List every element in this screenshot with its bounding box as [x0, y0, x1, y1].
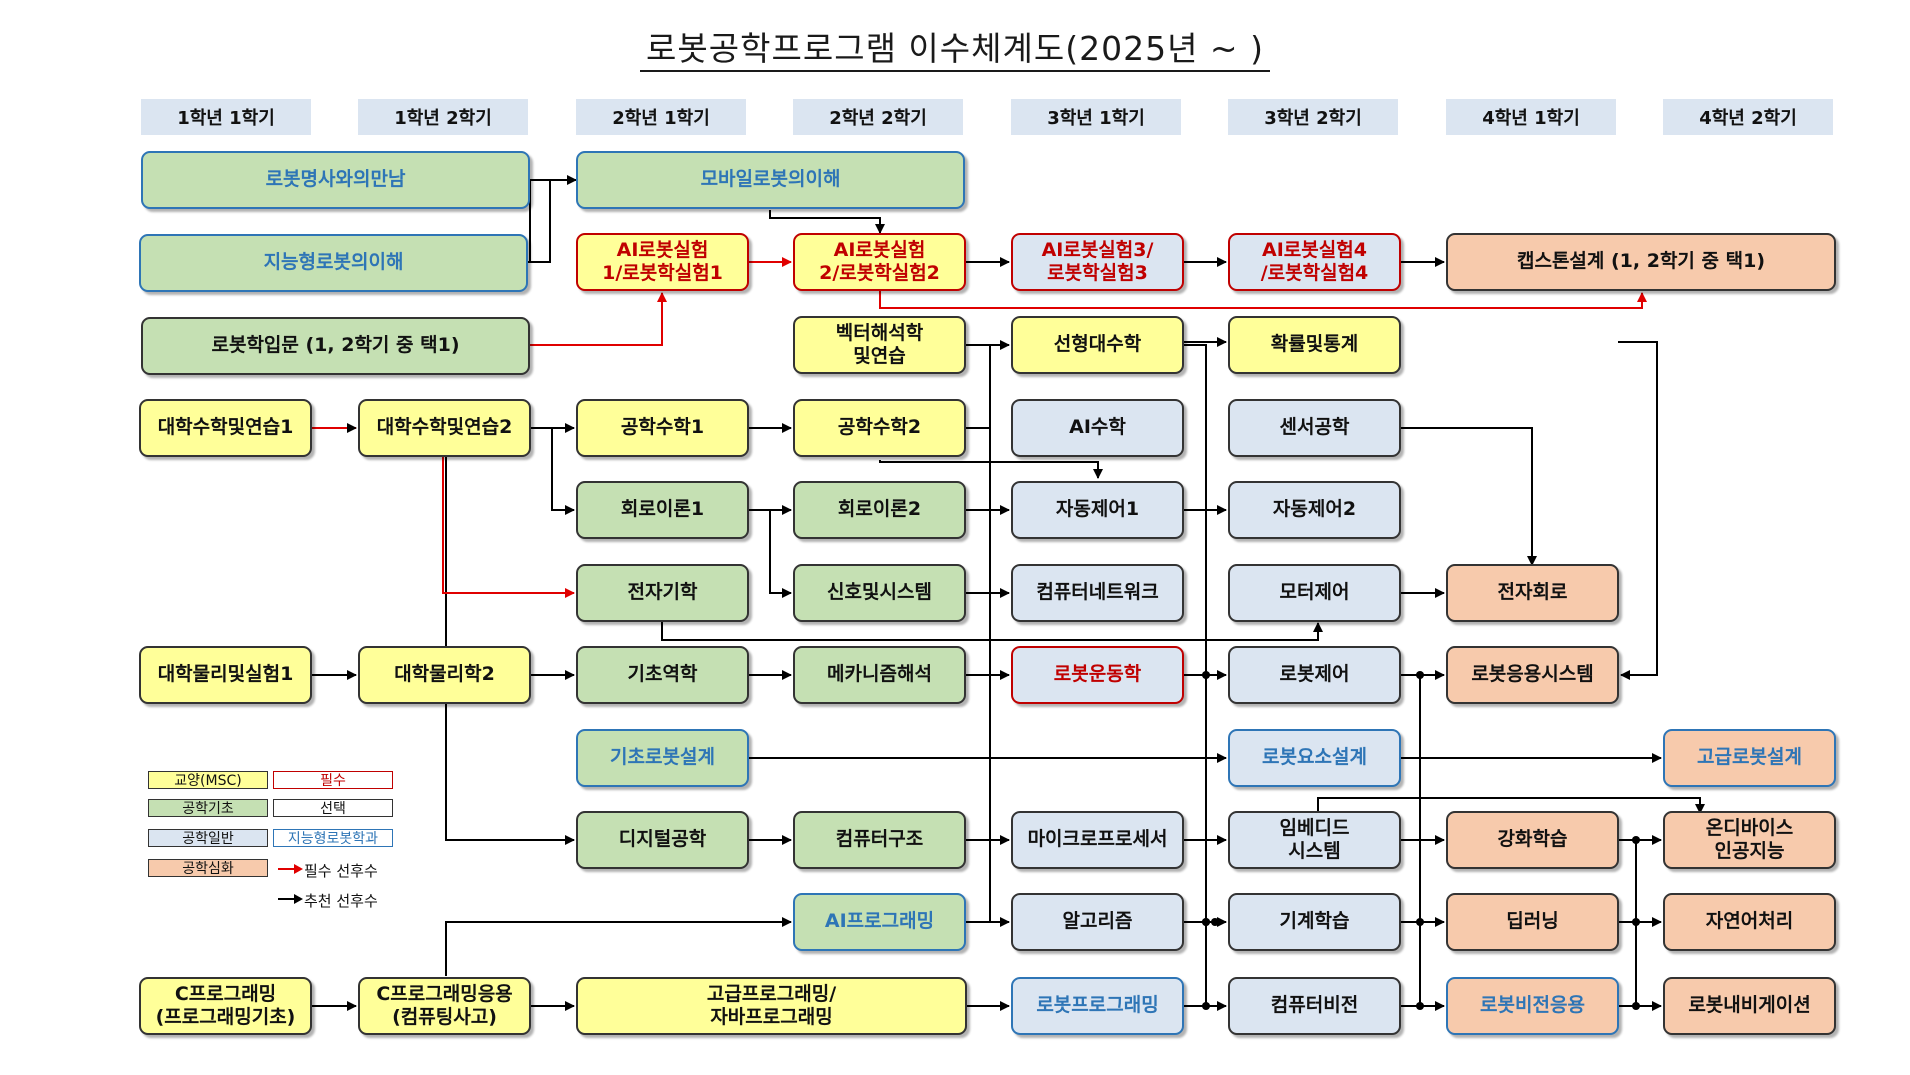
- course-robot-luminary-meeting[interactable]: 로봇명사와의만남: [141, 151, 530, 209]
- course-electronic-circuits[interactable]: 전자회로: [1446, 564, 1619, 622]
- course-robot-programming[interactable]: 로봇프로그래밍: [1011, 977, 1184, 1035]
- course-physics-lab-1[interactable]: 대학물리및실험1: [139, 646, 312, 704]
- course-ai-math[interactable]: AI수학: [1011, 399, 1184, 457]
- legend-engineering-basic: 공학기초: [148, 799, 268, 817]
- course-nlp[interactable]: 자연어처리: [1663, 893, 1836, 951]
- course-probability-statistics[interactable]: 확률및통계: [1228, 316, 1401, 374]
- course-ai-robot-lab-1[interactable]: AI로봇실험 1/로봇학실험1: [576, 233, 749, 291]
- course-capstone-design[interactable]: 캡스톤설계 (1, 2학기 중 택1): [1446, 233, 1836, 291]
- course-reinforcement-learning[interactable]: 강화학습: [1446, 811, 1619, 869]
- legend-required: 필수: [273, 771, 393, 789]
- course-deep-learning[interactable]: 딥러닝: [1446, 893, 1619, 951]
- course-electromagnetics[interactable]: 전자기학: [576, 564, 749, 622]
- course-mobile-robot-understanding[interactable]: 모바일로봇의이해: [576, 151, 965, 209]
- course-machine-learning[interactable]: 기계학습: [1228, 893, 1401, 951]
- course-circuit-theory-1[interactable]: 회로이론1: [576, 481, 749, 539]
- course-basic-mechanics[interactable]: 기초역학: [576, 646, 749, 704]
- course-embedded-systems[interactable]: 임베디드 시스템: [1228, 811, 1401, 869]
- semester-header-1-1: 1학년 1학기: [141, 99, 311, 135]
- course-advanced-java-programming[interactable]: 고급프로그래밍/ 자바프로그래밍: [576, 977, 967, 1035]
- course-motor-control[interactable]: 모터제어: [1228, 564, 1401, 622]
- course-ai-robot-lab-2[interactable]: AI로봇실험 2/로봇학실험2: [793, 233, 966, 291]
- course-automatic-control-2[interactable]: 자동제어2: [1228, 481, 1401, 539]
- legend-recommended-prereq: 추천 선후수: [304, 892, 378, 910]
- course-robot-control[interactable]: 로봇제어: [1228, 646, 1401, 704]
- course-ai-robot-lab-4[interactable]: AI로봇실험4 /로봇학실험4: [1228, 233, 1401, 291]
- course-engineering-math-2[interactable]: 공학수학2: [793, 399, 966, 457]
- course-computer-vision[interactable]: 컴퓨터비전: [1228, 977, 1401, 1035]
- semester-header-4-2: 4학년 2학기: [1663, 99, 1833, 135]
- legend-dept: 지능형로봇학과: [273, 829, 393, 847]
- course-robot-application-systems[interactable]: 로봇응용시스템: [1446, 646, 1619, 704]
- course-intro-robotics[interactable]: 로봇학입문 (1, 2학기 중 택1): [141, 317, 530, 375]
- course-algorithms[interactable]: 알고리즘: [1011, 893, 1184, 951]
- course-computer-architecture[interactable]: 컴퓨터구조: [793, 811, 966, 869]
- semester-header-3-2: 3학년 2학기: [1228, 99, 1398, 135]
- semester-header-2-2: 2학년 2학기: [793, 99, 963, 135]
- course-calculus-1[interactable]: 대학수학및연습1: [139, 399, 312, 457]
- semester-header-1-2: 1학년 2학기: [358, 99, 528, 135]
- legend-required-prereq: 필수 선후수: [304, 862, 378, 880]
- course-sensor-engineering[interactable]: 센서공학: [1228, 399, 1401, 457]
- course-basic-robot-design[interactable]: 기초로봇설계: [576, 729, 749, 787]
- legend-arrows: [278, 864, 303, 904]
- legend-engineering-general: 공학일반: [148, 829, 268, 847]
- course-digital-engineering[interactable]: 디지털공학: [576, 811, 749, 869]
- course-calculus-2[interactable]: 대학수학및연습2: [358, 399, 531, 457]
- course-robot-kinematics[interactable]: 로봇운동학: [1011, 646, 1184, 704]
- course-physics-2[interactable]: 대학물리학2: [358, 646, 531, 704]
- course-mechanism-analysis[interactable]: 메카니즘해석: [793, 646, 966, 704]
- course-robot-navigation[interactable]: 로봇내비게이션: [1663, 977, 1836, 1035]
- course-c-programming[interactable]: C프로그래밍 (프로그래밍기초): [139, 977, 312, 1035]
- course-engineering-math-1[interactable]: 공학수학1: [576, 399, 749, 457]
- course-advanced-robot-design[interactable]: 고급로봇설계: [1663, 729, 1836, 787]
- course-robot-vision-applications[interactable]: 로봇비전응용: [1446, 977, 1619, 1035]
- legend-msc: 교양(MSC): [148, 771, 268, 789]
- semester-header-4-1: 4학년 1학기: [1446, 99, 1616, 135]
- course-robot-element-design[interactable]: 로봇요소설계: [1228, 729, 1401, 787]
- legend-engineering-advanced: 공학심화: [148, 859, 268, 877]
- legend-elective: 선택: [273, 799, 393, 817]
- semester-header-3-1: 3학년 1학기: [1011, 99, 1181, 135]
- course-automatic-control-1[interactable]: 자동제어1: [1011, 481, 1184, 539]
- course-linear-algebra[interactable]: 선형대수학: [1011, 316, 1184, 374]
- course-ai-programming[interactable]: AI프로그래밍: [793, 893, 966, 951]
- page-title: 로봇공학프로그램 이수체계도(2025년 ~ ): [0, 22, 1910, 72]
- course-on-device-ai[interactable]: 온디바이스 인공지능: [1663, 811, 1836, 869]
- course-microprocessor[interactable]: 마이크로프로세서: [1011, 811, 1184, 869]
- course-computer-network[interactable]: 컴퓨터네트워크: [1011, 564, 1184, 622]
- course-c-programming-applied[interactable]: C프로그래밍응용 (컴퓨팅사고): [358, 977, 531, 1035]
- semester-header-2-1: 2학년 1학기: [576, 99, 746, 135]
- course-circuit-theory-2[interactable]: 회로이론2: [793, 481, 966, 539]
- course-signals-systems[interactable]: 신호및시스템: [793, 564, 966, 622]
- title-text: 로봇공학프로그램 이수체계도(2025년 ~ ): [640, 29, 1270, 72]
- course-intelligent-robot-understanding[interactable]: 지능형로봇의이해: [139, 234, 528, 292]
- course-vector-analysis[interactable]: 벡터해석학 및연습: [793, 316, 966, 374]
- course-ai-robot-lab-3[interactable]: AI로봇실험3/ 로봇학실험3: [1011, 233, 1184, 291]
